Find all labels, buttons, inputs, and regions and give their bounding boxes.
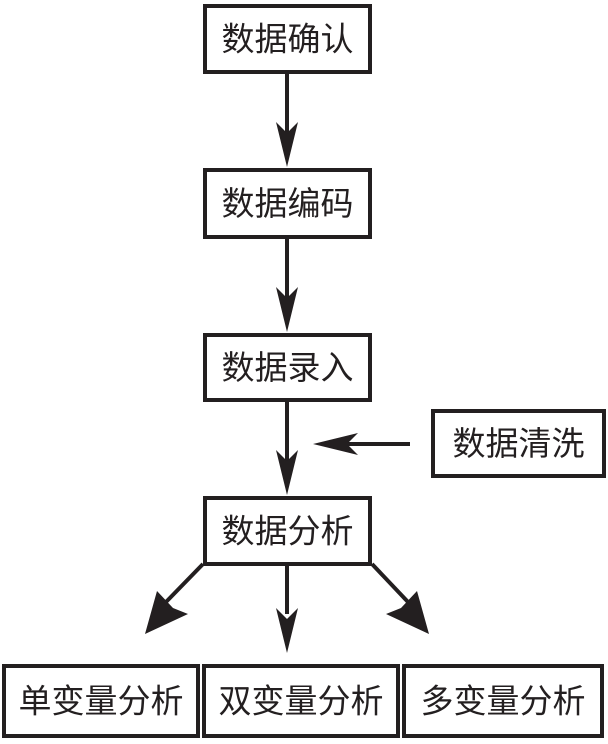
node-clean: 数据清洗 [431, 409, 606, 478]
node-clean-box [431, 409, 606, 478]
node-entry: 数据录入 [203, 333, 372, 402]
node-entry-label: 数据录入 [222, 348, 354, 387]
node-bivariate-label: 双变量分析 [219, 682, 384, 721]
node-analysis-label: 数据分析 [222, 512, 354, 551]
node-multivariate-label: 多变量分析 [421, 682, 586, 721]
node-confirm-box [203, 4, 372, 74]
arrowhead-bivariate [276, 608, 298, 653]
node-analysis: 数据分析 [203, 496, 372, 566]
node-clean-label: 数据清洗 [453, 424, 585, 463]
arrowhead-multivariate [386, 591, 429, 634]
node-bivariate-box [202, 664, 400, 738]
node-entry-box [203, 333, 372, 402]
arrowhead-univariate [145, 591, 188, 634]
node-multivariate-box [402, 664, 604, 738]
edge-analysis-to-multivariate [370, 562, 410, 604]
arrowhead-analysis [276, 450, 298, 495]
arrowhead-encode [276, 122, 298, 167]
edge-analysis-to-univariate [164, 562, 205, 604]
arrowhead-entry [276, 287, 298, 332]
node-encode: 数据编码 [203, 168, 372, 239]
node-encode-label: 数据编码 [222, 184, 354, 223]
node-confirm: 数据确认 [203, 4, 372, 74]
nodes: 数据确认 数据编码 数据录入 数据清洗 数据分析 单变量分析 双变量分析 [2, 4, 606, 738]
node-multivariate: 多变量分析 [402, 664, 604, 738]
node-univariate-box [2, 664, 200, 738]
node-analysis-box [203, 496, 372, 566]
node-encode-box [203, 168, 372, 239]
node-univariate-label: 单变量分析 [19, 682, 184, 721]
node-bivariate: 双变量分析 [202, 664, 400, 738]
node-univariate: 单变量分析 [2, 664, 200, 738]
edges [145, 72, 429, 653]
arrowhead-clean [313, 433, 358, 455]
node-confirm-label: 数据确认 [222, 20, 354, 59]
